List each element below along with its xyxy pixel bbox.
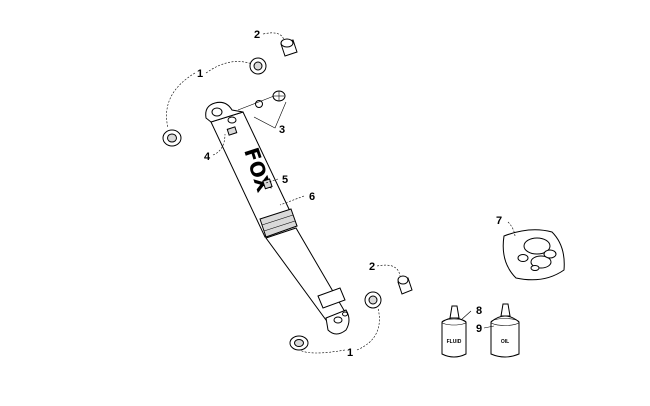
callout-5: 5 <box>282 174 288 186</box>
fluid-bottle: FLUID <box>441 305 467 358</box>
oil-label: OIL <box>501 339 509 345</box>
leader-lines <box>166 32 516 354</box>
callout-3: 3 <box>279 124 285 136</box>
bushing-1-bottom-right <box>364 291 382 309</box>
callout-9: 9 <box>476 323 482 335</box>
callout-2-top: 2 <box>254 29 260 41</box>
bushing-1-left <box>162 129 182 147</box>
callout-7: 7 <box>496 215 502 227</box>
bushing-2-top <box>280 38 298 57</box>
callout-1-bottom: 1 <box>347 347 353 359</box>
bushing-1-bottom-left <box>289 335 309 351</box>
oil-bottle: OIL <box>490 303 520 358</box>
shock-top-eye <box>205 101 244 136</box>
shock-lower-band <box>317 287 346 309</box>
callout-numbers: 1 2 3 4 5 6 7 2 1 8 9 <box>197 29 502 359</box>
fluid-label: FLUID <box>447 339 462 345</box>
shock-bottom-eye <box>325 309 350 335</box>
seal-kit <box>502 229 565 281</box>
shock-badge <box>262 178 273 190</box>
bushing-2-bottom <box>397 275 413 295</box>
lower-hardware <box>289 275 413 351</box>
callout-2-bottom: 2 <box>369 261 375 273</box>
callout-4: 4 <box>204 151 211 163</box>
callout-1-top: 1 <box>197 68 203 80</box>
shock-absorber: FOX <box>205 101 350 335</box>
shock-lower-tube <box>265 227 346 321</box>
callout-8: 8 <box>476 305 482 317</box>
bushing-1-top <box>249 57 267 75</box>
bearing-3 <box>255 90 286 108</box>
callout-6: 6 <box>309 191 315 203</box>
upper-hardware <box>162 38 298 147</box>
